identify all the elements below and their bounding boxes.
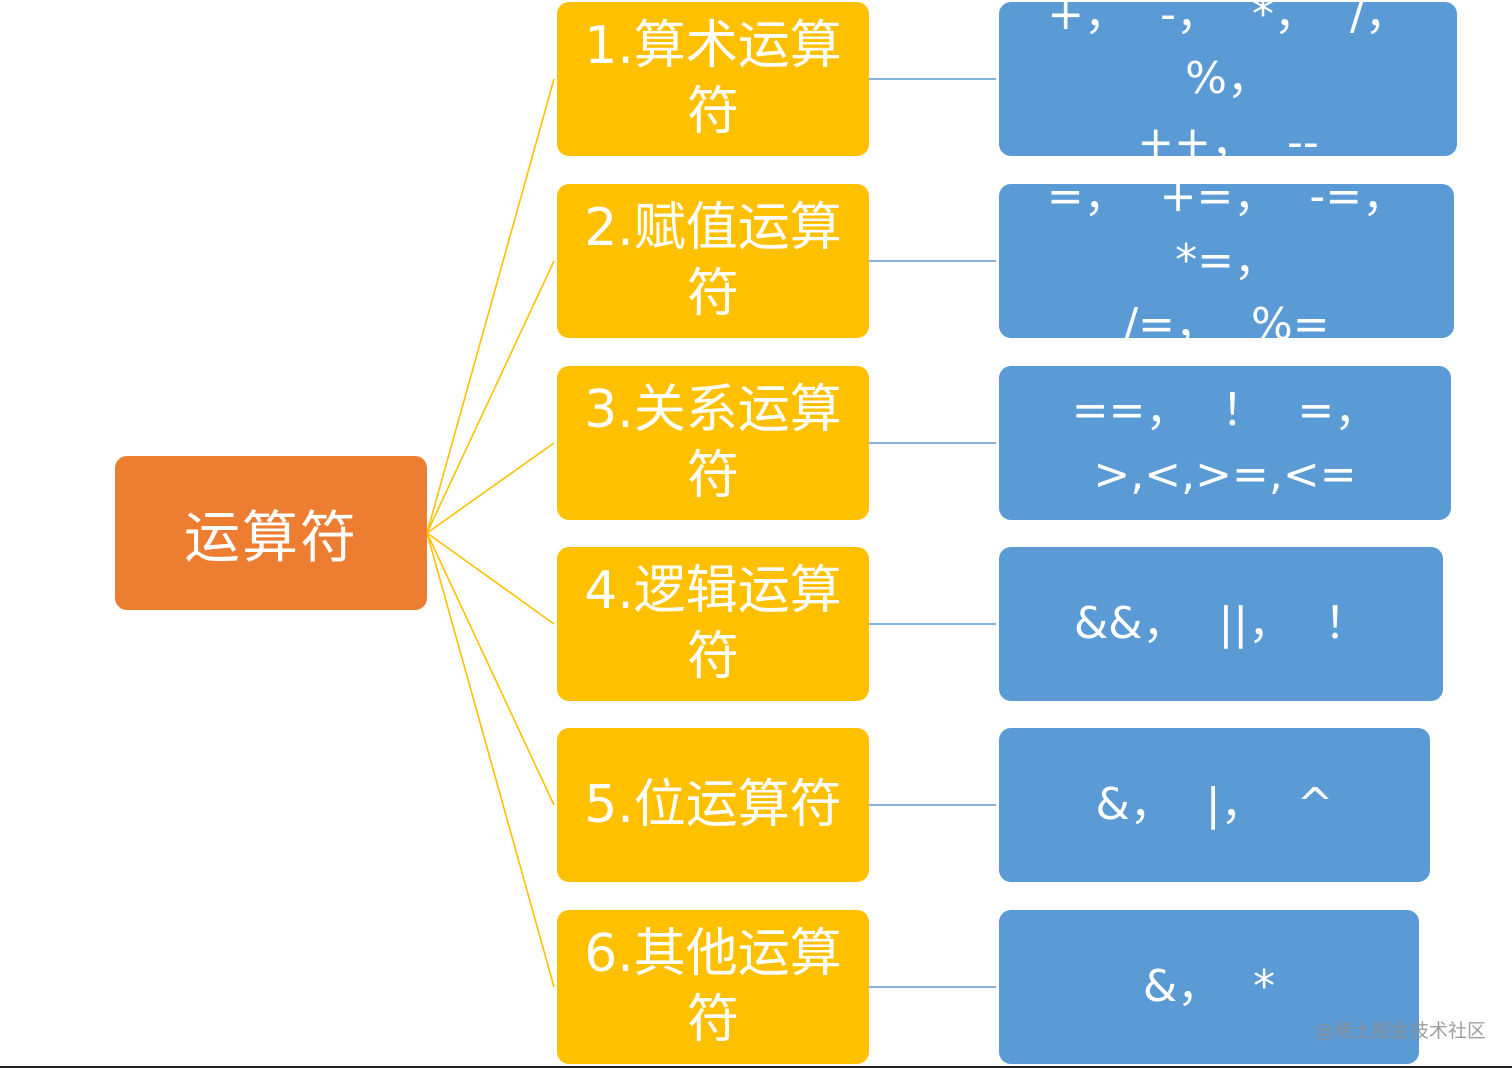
watermark: @稀土掘金技术社区 — [1314, 1020, 1486, 1042]
category-node-bitwise: 5.位运算符 — [557, 728, 869, 882]
category-label: 6.其他运算 符 — [584, 924, 842, 1050]
category-label: 3.关系运算 符 — [584, 380, 842, 506]
operators-label: ==， ！ =， >,<,>=,<= — [1071, 385, 1379, 500]
operators-label: =， +=， -=， *=， /=， %= — [1046, 171, 1407, 350]
root-to-category-connector — [426, 78, 555, 534]
operators-label: &， |， ^ — [1095, 779, 1334, 830]
category-node-other: 6.其他运算 符 — [557, 910, 869, 1064]
operators-node-bitwise: &， |， ^ — [999, 728, 1430, 882]
root-to-category-connector — [426, 442, 555, 534]
operators-node-other: &， * — [999, 910, 1419, 1064]
operators-node-logical: &&， ||， ！ — [999, 547, 1443, 701]
category-label: 4.逻辑运算 符 — [584, 561, 842, 687]
operators-label: &&， ||， ！ — [1073, 598, 1369, 649]
category-node-assignment: 2.赋值运算 符 — [557, 184, 869, 338]
category-label: 1.算术运算 符 — [584, 16, 842, 142]
category-node-logical: 4.逻辑运算 符 — [557, 547, 869, 701]
bottom-rule — [0, 1066, 1512, 1068]
operators-node-relational: ==， ！ =， >,<,>=,<= — [999, 366, 1451, 520]
operators-node-arithmetic: +， -， *， /， %， ++， -- — [999, 0, 1457, 168]
category-node-relational: 3.关系运算 符 — [557, 366, 869, 520]
operators-label: &， * — [1142, 961, 1276, 1012]
root-node-operators: 运算符 — [115, 456, 427, 610]
root-to-category-connector — [426, 532, 555, 625]
category-label: 2.赋值运算 符 — [584, 198, 842, 324]
root-to-category-connector — [426, 532, 555, 806]
category-node-arithmetic: 1.算术运算 符 — [557, 2, 869, 156]
operators-node-assignment: =， +=， -=， *=， /=， %= — [999, 171, 1454, 350]
root-label: 运算符 — [184, 505, 358, 571]
operators-label: +， -， *， /， %， ++， -- — [1047, 0, 1409, 168]
category-label: 5.位运算符 — [584, 775, 842, 835]
root-to-category-connector — [426, 532, 555, 988]
root-to-category-connector — [426, 260, 555, 534]
